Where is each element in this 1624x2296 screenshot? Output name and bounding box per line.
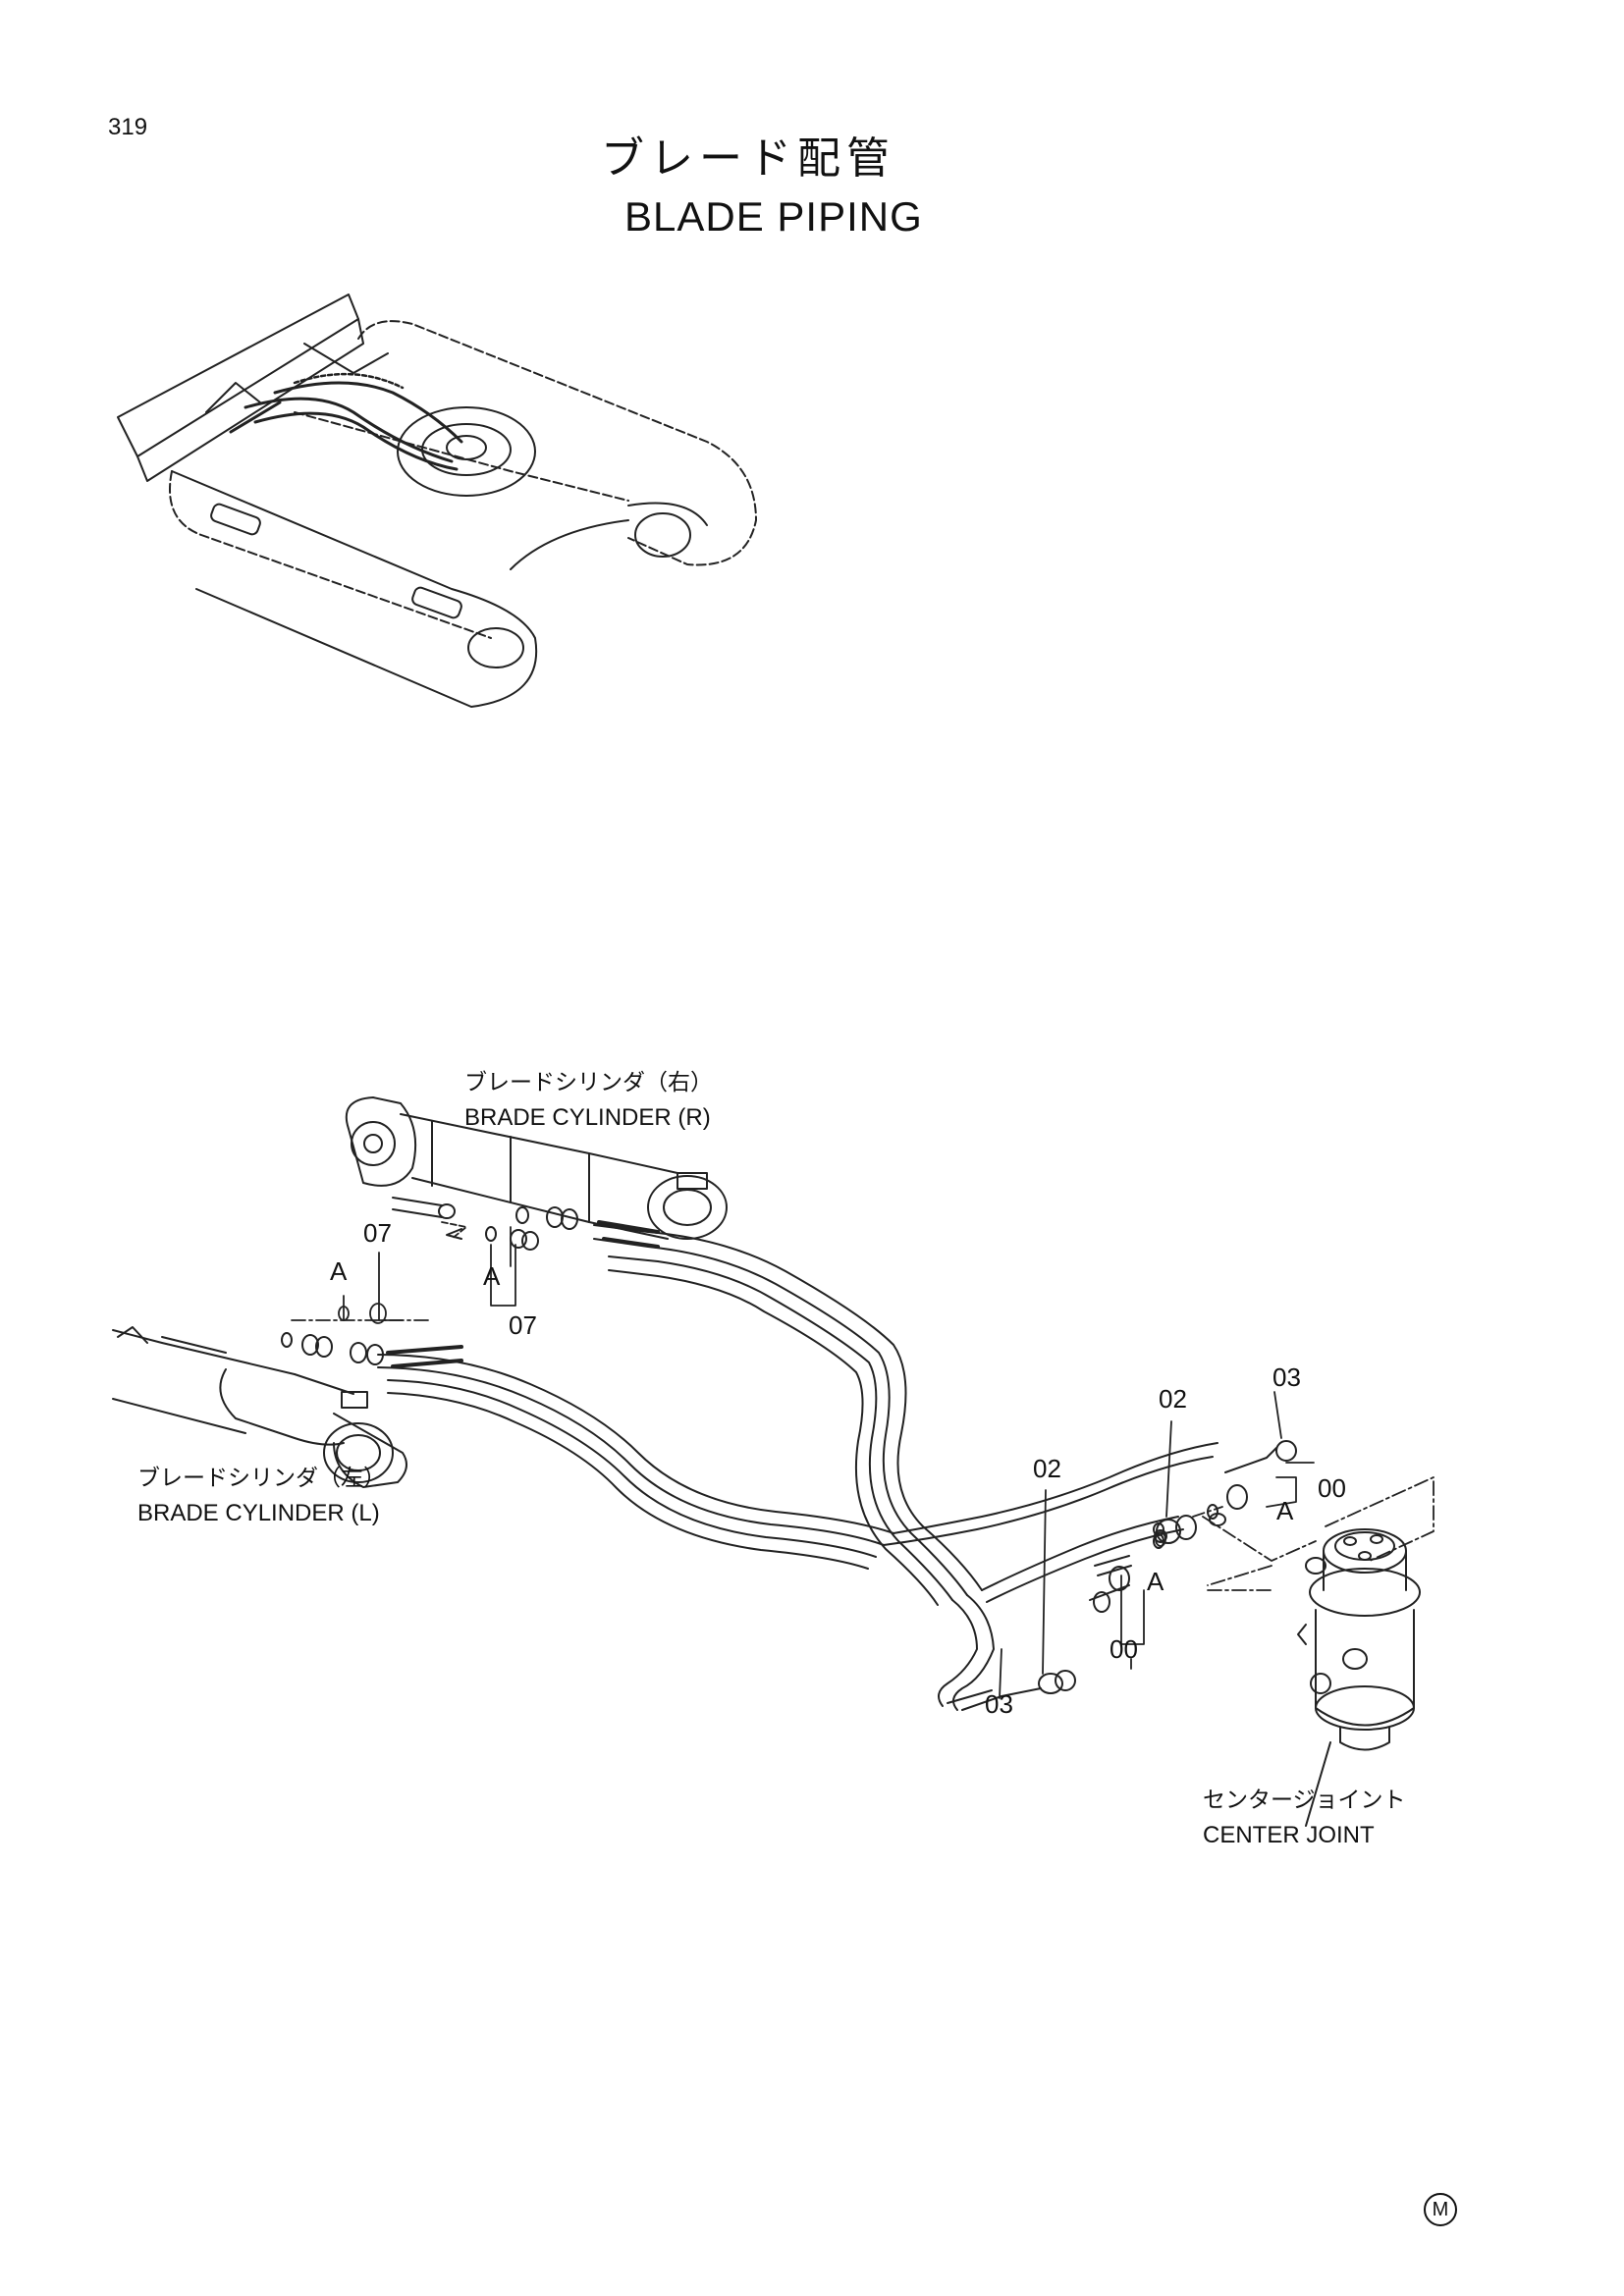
hydraulic-pipes xyxy=(377,1220,1297,1711)
callout-02-left: 02 xyxy=(1033,1454,1061,1483)
label-cylinder-right-jp: ブレードシリンダ（右） xyxy=(464,1070,713,1095)
label-center-joint-en: CENTER JOINT xyxy=(1203,1822,1375,1848)
m-mark-letter: M xyxy=(1432,2198,1449,2220)
callout-a-right-upper: A xyxy=(1276,1496,1294,1525)
m-mark-symbol: M xyxy=(1424,2193,1457,2226)
blade-cylinder-right-drawing xyxy=(345,1096,728,1251)
title-japanese: ブレード配管 xyxy=(601,133,895,184)
center-joint-drawing xyxy=(1297,1528,1421,1827)
callout-00-right: 00 xyxy=(1318,1473,1346,1503)
title-english: BLADE PIPING xyxy=(624,193,923,240)
callout-03-bottom: 03 xyxy=(985,1689,1013,1719)
callout-03-top: 03 xyxy=(1272,1362,1301,1392)
undercarriage-overview xyxy=(117,294,757,708)
callout-a-upper-mid: A xyxy=(483,1261,501,1291)
callout-a-upper-left: A xyxy=(330,1256,348,1286)
label-cylinder-right-en: BRADE CYLINDER (R) xyxy=(464,1104,711,1131)
callout-02-right: 02 xyxy=(1159,1384,1187,1414)
label-cylinder-left-en: BRADE CYLINDER (L) xyxy=(137,1500,380,1526)
callout-07-lower: 07 xyxy=(509,1310,537,1340)
callout-00-bottom: 00 xyxy=(1110,1634,1138,1664)
label-cylinder-left-jp: ブレードシリンダ（左） xyxy=(137,1466,386,1491)
callout-07-upper: 07 xyxy=(363,1218,392,1248)
blade-cylinder-left-drawing xyxy=(112,1326,407,1488)
callout-lines xyxy=(291,1221,1435,1699)
label-center-joint-jp: センタージョイント xyxy=(1203,1788,1406,1813)
page-number: 319 xyxy=(108,114,148,140)
callout-a-right-lower: A xyxy=(1147,1567,1164,1596)
